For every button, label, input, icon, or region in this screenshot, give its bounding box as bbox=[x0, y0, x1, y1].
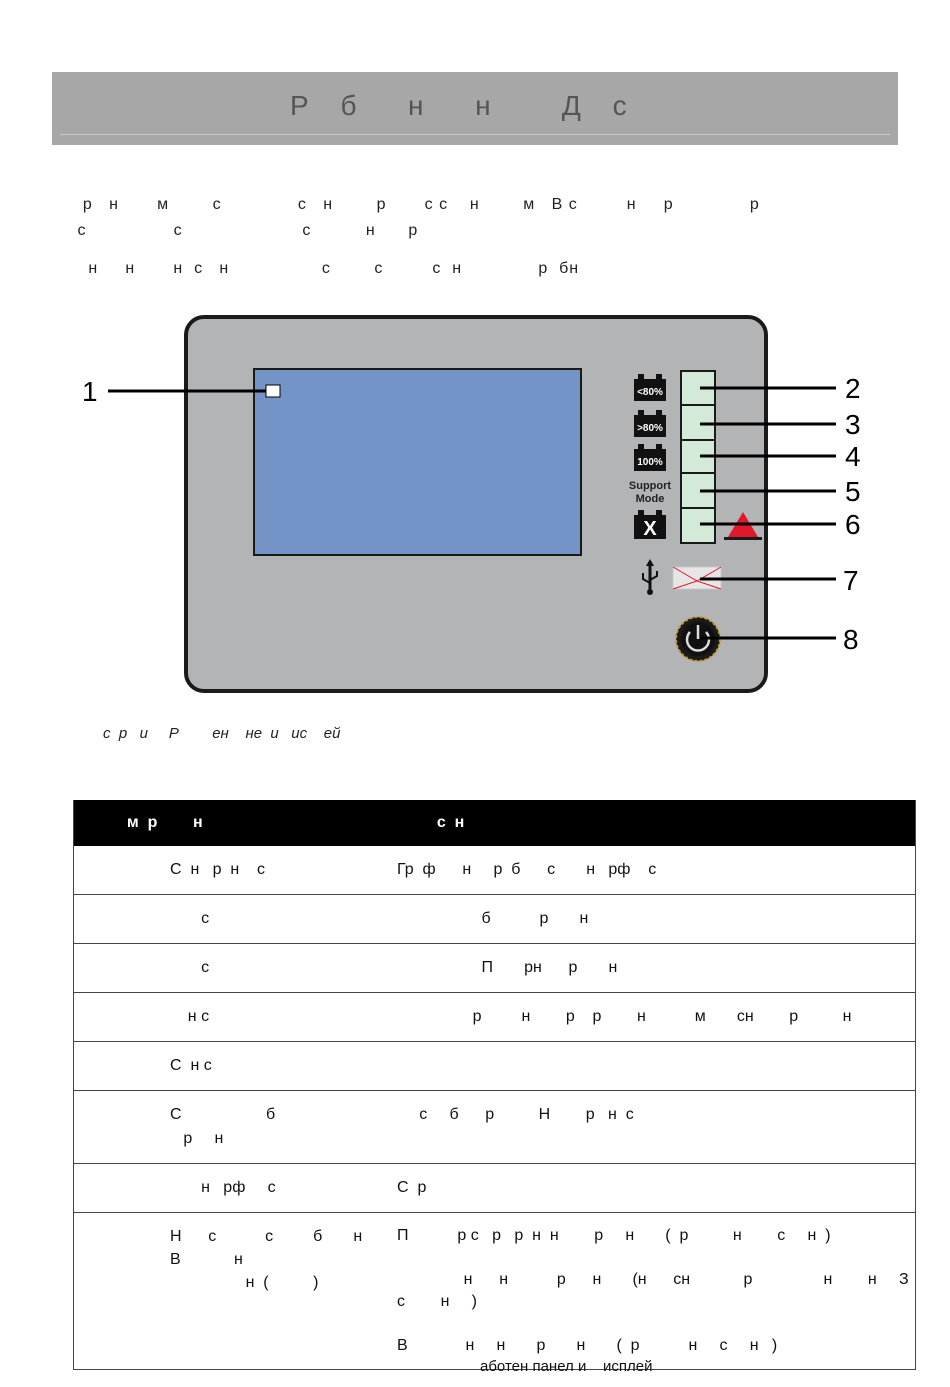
control-panel-figure: 1 <80% >80% 100% Support Mode X bbox=[82, 315, 861, 693]
battery-fault-symbol: X bbox=[643, 518, 657, 540]
support-mode-label-1: Support bbox=[629, 480, 671, 492]
battery-full-icon: 100% bbox=[634, 444, 666, 471]
row-name: С н с bbox=[170, 1041, 388, 1091]
table-row: С б р н с б р Н р н с bbox=[73, 1090, 916, 1164]
row-name: н с bbox=[170, 992, 388, 1042]
callout-number-7: 7 bbox=[843, 565, 859, 596]
row-name: Н с с б н В н н ( ) bbox=[170, 1212, 388, 1370]
support-mode-label-2: Mode bbox=[636, 493, 665, 505]
battery-label-2: >80% bbox=[637, 423, 663, 434]
row-name: С н р н с bbox=[170, 846, 388, 895]
usb-icon bbox=[642, 559, 658, 595]
battery-label-3: 100% bbox=[637, 457, 663, 468]
intro-line-1: р н м с с н р с с н м В с н р р bbox=[72, 196, 760, 213]
row-name: С б р н bbox=[170, 1090, 388, 1164]
row-description: б р н bbox=[388, 894, 916, 944]
row-name: н рф с bbox=[170, 1163, 388, 1213]
lcd-screen bbox=[253, 368, 582, 556]
section-header-bar: Р б н н Д с bbox=[52, 72, 898, 145]
battery-above-80-icon: >80% bbox=[634, 410, 666, 437]
callout-number-1: 1 bbox=[82, 376, 98, 407]
row-description: р н р р н м сн р н bbox=[388, 992, 916, 1042]
row-description bbox=[388, 1041, 916, 1091]
table-row: Н с с б н В н н ( ) П р с р р н н р н ( … bbox=[73, 1212, 916, 1370]
callout-number-4: 4 bbox=[845, 441, 861, 472]
figure-caption: с р и Р ен не и ис ей bbox=[103, 725, 341, 742]
row-description: с б р Н р н с bbox=[388, 1090, 916, 1164]
callout-number-2: 2 bbox=[845, 373, 861, 404]
row-description: П рн р н bbox=[388, 943, 916, 993]
column-header-description: с н bbox=[388, 800, 916, 846]
header-underline bbox=[60, 134, 890, 135]
description-table: м р н с н С н р н с Гр ф н р б с н рф с … bbox=[73, 800, 916, 1370]
row-name: с bbox=[170, 943, 388, 993]
battery-below-80-icon: <80% bbox=[634, 374, 666, 401]
table-row: С н с bbox=[73, 1041, 916, 1091]
page-footer: аботен панел и исплей bbox=[480, 1358, 653, 1375]
callout-number-6: 6 bbox=[845, 509, 861, 540]
row-description: П р с р р н н р н ( р н с н ) н н р н (н… bbox=[388, 1212, 916, 1370]
column-header-name: м р н bbox=[73, 800, 388, 846]
row-description: С р bbox=[388, 1163, 916, 1213]
callout-number-8: 8 bbox=[843, 624, 859, 655]
intro-line-2: с с с н р bbox=[72, 222, 419, 239]
section-title: Р б н н Д с bbox=[290, 90, 639, 121]
row-description: Гр ф н р б с н рф с bbox=[388, 846, 916, 895]
intro-line-3: н н н с н с с с н р бн bbox=[72, 260, 580, 277]
callout-number-5: 5 bbox=[845, 476, 861, 507]
table-row: с П рн р н bbox=[73, 943, 916, 993]
battery-label-1: <80% bbox=[637, 387, 663, 398]
table-row: с б р н bbox=[73, 894, 916, 944]
callout-number-3: 3 bbox=[845, 409, 861, 440]
table-header-row: м р н с н bbox=[73, 800, 916, 846]
table-row: н с р н р р н м сн р н bbox=[73, 992, 916, 1042]
battery-fault-icon: X bbox=[634, 510, 666, 540]
table-row: С н р н с Гр ф н р б с н рф с bbox=[73, 846, 916, 895]
callout-marker-1 bbox=[265, 384, 281, 398]
row-name: с bbox=[170, 894, 388, 944]
table-row: н рф с С р bbox=[73, 1163, 916, 1213]
